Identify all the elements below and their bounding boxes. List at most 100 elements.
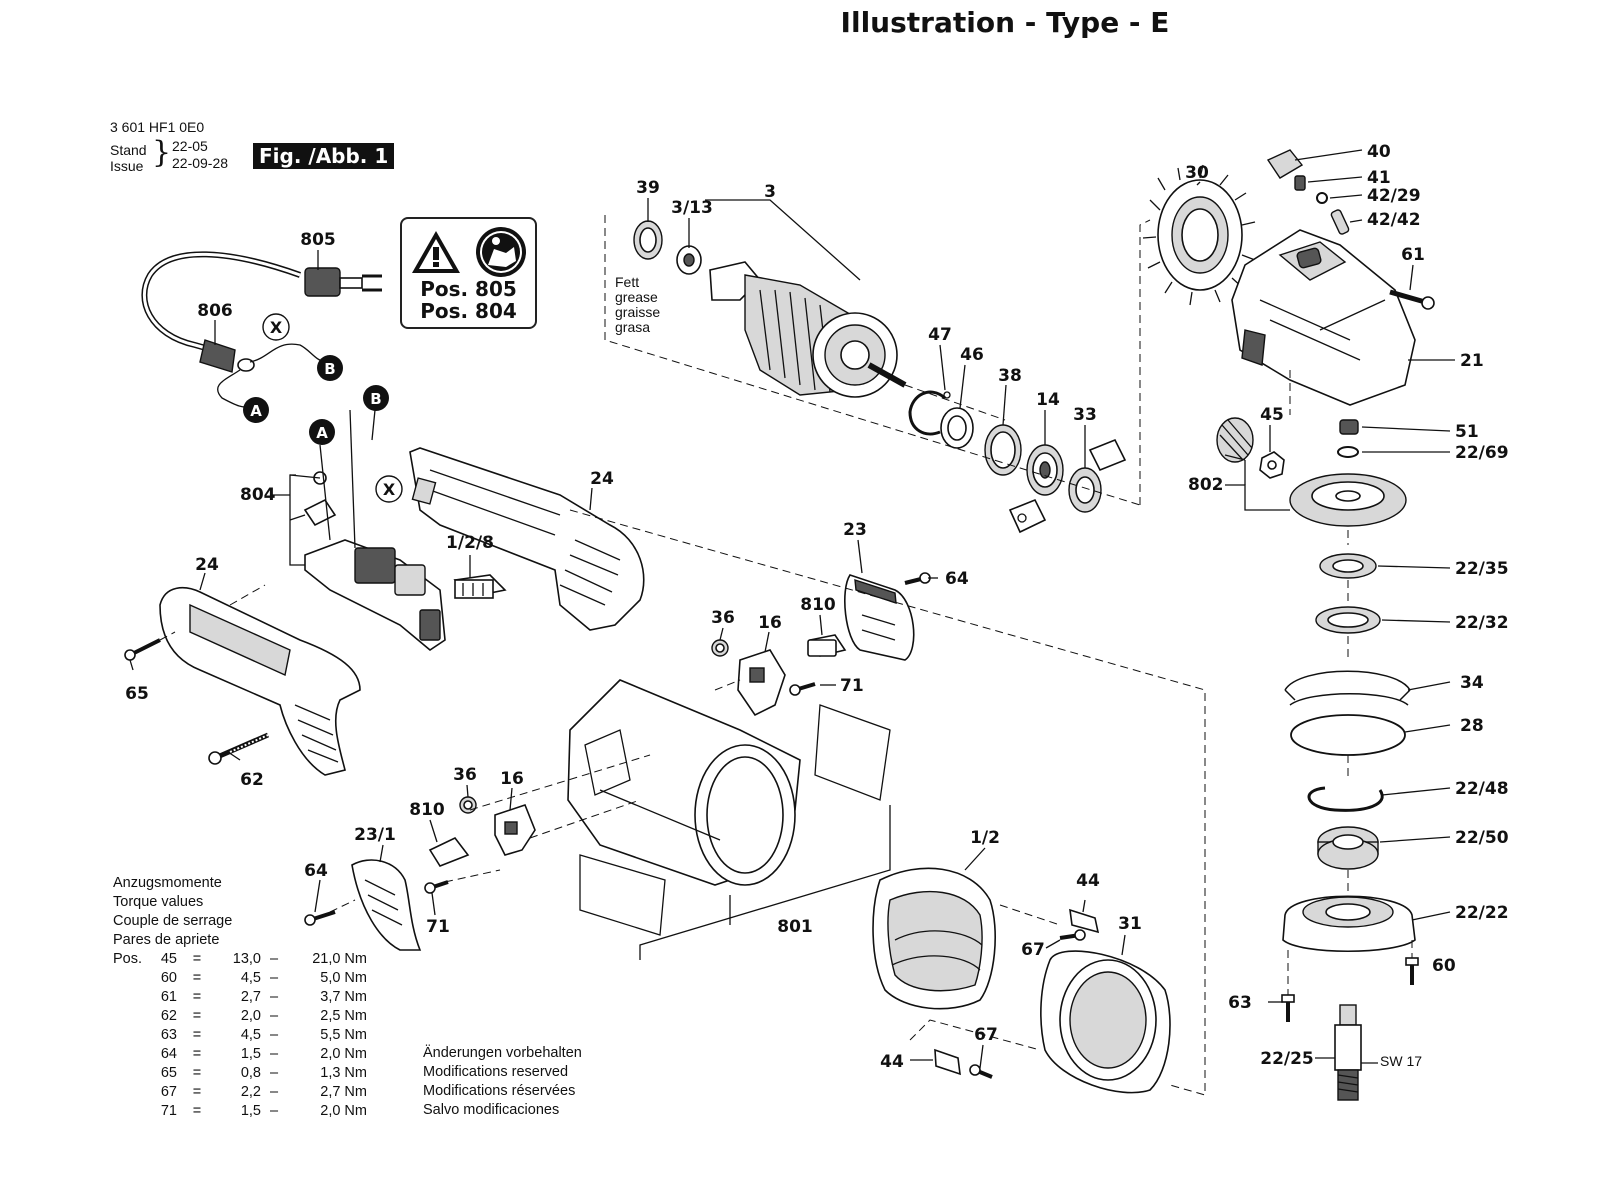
grease-line: grease — [615, 289, 658, 305]
callout-label: 64 — [945, 569, 969, 589]
clamp-44b-part — [934, 1048, 961, 1076]
torque-cell: 71 — [160, 1103, 177, 1119]
callout-label: 804 — [240, 485, 276, 505]
handle-bottom-shell-part — [159, 586, 361, 776]
issue-label: Issue — [110, 158, 144, 174]
torque-cell: 1,5 — [240, 1046, 261, 1062]
callout-label: 45 — [1260, 405, 1284, 425]
torque-cell: 1,5 — [240, 1103, 261, 1119]
read-manual-icon — [476, 227, 526, 277]
torque-table: Anzugsmomente Torque values Couple de se… — [113, 874, 367, 1121]
screw-71a-part — [789, 682, 816, 696]
callout-label: 51 — [1455, 422, 1479, 442]
marker-x-cable: X — [262, 313, 290, 341]
callout-label: 39 — [636, 178, 660, 198]
warning-triangle-icon — [412, 231, 460, 273]
torque-cell: = — [192, 989, 202, 1005]
marker-b-switch: B — [363, 385, 389, 411]
torque-cell: 63 — [160, 1027, 177, 1043]
torque-cell: – — [269, 1008, 279, 1024]
o-ring-42-29-part — [1316, 192, 1328, 204]
torque-cell: – — [269, 970, 279, 986]
callout-label: 22/35 — [1455, 559, 1509, 579]
callout-label: 62 — [240, 770, 264, 790]
brush-holder-16a-part — [737, 649, 786, 717]
marker-b-label: B — [370, 390, 381, 408]
callout-label: 23/1 — [354, 825, 396, 845]
o-ring-28-part — [1290, 714, 1406, 756]
bushing-51-part — [1339, 419, 1359, 435]
callout-label: 3 — [764, 182, 776, 202]
torque-row: 65=0,8–1,3 Nm — [113, 1064, 367, 1083]
callout-label: 22/22 — [1455, 903, 1509, 923]
callout-label: 24 — [590, 469, 614, 489]
torque-cell: 13,0 — [232, 951, 261, 967]
air-guide-ring-part — [1040, 950, 1171, 1094]
stand-value: 22-05 — [172, 138, 208, 154]
callout-label: 42/42 — [1367, 210, 1421, 230]
grease-line: grasa — [615, 319, 651, 335]
torque-cell: – — [269, 951, 279, 967]
bearing-22-35-part — [1319, 553, 1377, 579]
pinion-gear-part — [1216, 417, 1254, 463]
marker-b-label: B — [324, 360, 335, 378]
modifications-line: Änderungen vorbehalten — [423, 1045, 582, 1061]
callout-label: 42/29 — [1367, 186, 1421, 206]
bearing-14-part — [1026, 444, 1064, 496]
callout-label: 802 — [1188, 475, 1224, 495]
magnet-block-part — [1008, 438, 1127, 534]
torque-cell: = — [192, 1065, 202, 1081]
screw-60-part — [1405, 957, 1419, 985]
callout-label: 16 — [500, 769, 524, 789]
torque-row: 60=4,5–5,0 Nm — [113, 969, 367, 988]
warning-line-2: Pos. 804 — [420, 299, 517, 323]
connector-block-part — [453, 574, 507, 599]
callout-label: 71 — [840, 676, 864, 696]
torque-cell: 2,0 Nm — [320, 1046, 367, 1062]
warning-line-1: Pos. 805 — [420, 277, 517, 301]
callout-label: 21 — [1460, 351, 1484, 371]
torque-cell: 2,0 — [240, 1008, 261, 1024]
callout-label: 14 — [1036, 390, 1060, 410]
field-coil-part — [872, 867, 996, 1010]
screw-62-part — [208, 732, 269, 765]
brace-glyph: } — [152, 135, 172, 170]
part-number-text: 3 601 HF1 0E0 — [110, 119, 205, 135]
torque-cell: 5,5 Nm — [320, 1027, 367, 1043]
screw-64b-part — [304, 910, 336, 926]
torque-cell: 64 — [160, 1046, 177, 1062]
torque-cell: 2,7 Nm — [320, 1084, 367, 1100]
callout-label: 22/50 — [1455, 828, 1509, 848]
carbon-brush-810a-part — [807, 634, 847, 657]
callout-label: 67 — [1021, 940, 1045, 960]
wrench-size-note: SW 17 — [1380, 1053, 1423, 1069]
callout-label: 806 — [197, 301, 233, 321]
torque-cell: 2,5 Nm — [320, 1008, 367, 1024]
torque-cell: 61 — [160, 989, 177, 1005]
callout-label: 801 — [777, 917, 813, 937]
torque-row: 62=2,0–2,5 Nm — [113, 1007, 367, 1026]
callout-label: 36 — [711, 608, 735, 628]
modifications-line: Salvo modificaciones — [423, 1102, 560, 1118]
page-title: Illustration - Type - E — [840, 6, 1170, 39]
callout-label: 60 — [1432, 956, 1456, 976]
stand-label: Stand — [110, 142, 147, 158]
callout-label: 40 — [1367, 142, 1391, 162]
callout-label: 33 — [1073, 405, 1097, 425]
flange-22-22-part — [1282, 895, 1416, 953]
callout-label: 16 — [758, 613, 782, 633]
armature-part — [633, 220, 907, 398]
torque-cell: – — [269, 1084, 279, 1100]
torque-cell: – — [269, 1065, 279, 1081]
torque-header: Couple de serrage — [113, 913, 233, 929]
callout-label: 65 — [125, 684, 149, 704]
spring-ring-34-part — [1284, 670, 1411, 706]
modifications-line: Modifications réservées — [423, 1083, 576, 1099]
screw-63-part — [1281, 994, 1295, 1022]
torque-cell: 3,7 Nm — [320, 989, 367, 1005]
callout-label: 22/25 — [1260, 1049, 1314, 1069]
callout-label: 22/32 — [1455, 613, 1509, 633]
screw-61-part — [1389, 289, 1435, 310]
torque-cell: 4,5 — [240, 970, 261, 986]
callout-label: 34 — [1460, 673, 1484, 693]
